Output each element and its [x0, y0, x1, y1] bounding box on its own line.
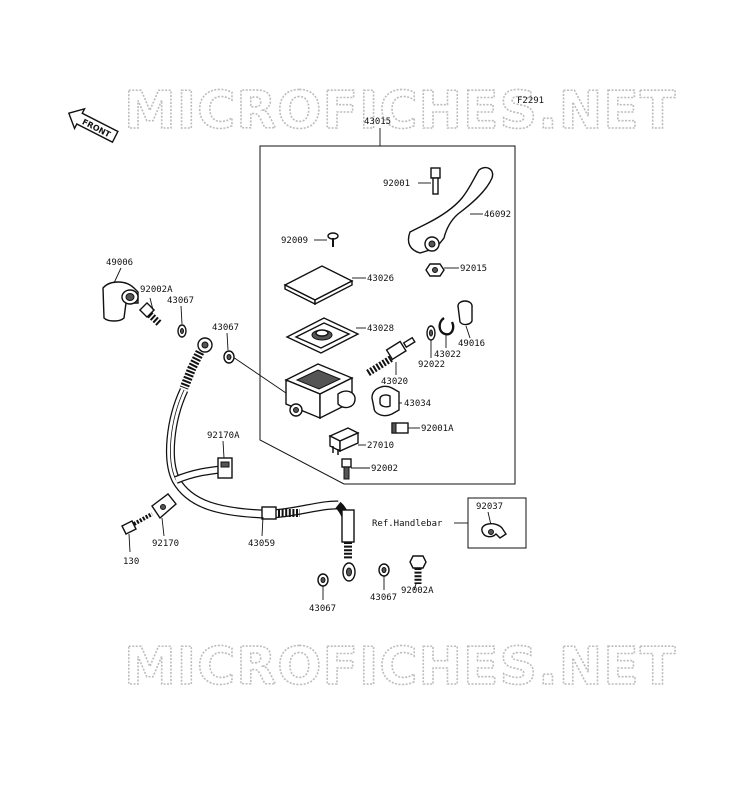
clamp-92170A: 92170A [207, 431, 240, 479]
label-92002: 92002 [371, 464, 398, 474]
label-43015: 43015 [364, 117, 391, 127]
front-arrow-icon: FRONT [67, 107, 119, 144]
label-92001A: 92001A [421, 424, 454, 434]
label-43020: 43020 [381, 377, 408, 387]
label-92002A-top: 92002A [140, 285, 173, 295]
label-92037: 92037 [476, 502, 503, 512]
reference-clamp-92037: 92037 Ref.Handlebar [372, 497, 527, 549]
brake-switch-27010: 27010 [328, 427, 394, 455]
brake-lever-46092: 46092 [407, 166, 511, 254]
holder-bolt-92001A: 92001A [391, 422, 454, 434]
label-43026: 43026 [367, 274, 394, 284]
label-49016: 49016 [458, 339, 485, 349]
dust-seal-49016: 49016 [457, 300, 485, 349]
gasket-43067-mid: 43067 [212, 323, 239, 364]
elbow-49006: 49006 [102, 258, 139, 322]
label-43028: 43028 [367, 324, 394, 334]
label-92170: 92170 [152, 539, 179, 549]
watermark-top: MICROFICHES.NET [124, 81, 676, 141]
figure-code: F2291 [517, 96, 544, 106]
label-43067-bottom-right: 43067 [370, 593, 397, 603]
lever-bolt-92001: 92001 [383, 167, 441, 195]
piston-43020: 43020 [366, 336, 416, 387]
washer-92022: 92022 [418, 325, 445, 370]
clamp-92170: 92170 [151, 493, 179, 549]
diaphragm-43028: 43028 [285, 317, 394, 354]
screw-92009: 92009 [281, 232, 339, 247]
banjo-bolt-92002A-bottom: 92002A [401, 555, 434, 596]
label-92002A-bottom: 92002A [401, 586, 434, 596]
label-43067-mid: 43067 [212, 323, 239, 333]
label-43059: 43059 [248, 539, 275, 549]
label-27010: 27010 [367, 441, 394, 451]
label-130: 130 [123, 557, 139, 567]
nut-92015: 92015 [425, 263, 487, 277]
master-cylinder-body [229, 354, 356, 420]
label-92022: 92022 [418, 360, 445, 370]
label-43067-bottom-left: 43067 [309, 604, 336, 614]
label-ref-handlebar: Ref.Handlebar [372, 519, 443, 529]
label-92001: 92001 [383, 179, 410, 189]
label-43034: 43034 [404, 399, 431, 409]
banjo-bolt-92002A-top: 92002A [138, 285, 173, 327]
label-43067-top: 43067 [167, 296, 194, 306]
bolt-130: 130 [121, 512, 153, 567]
label-49006: 49006 [106, 258, 133, 268]
reservoir-cap-43026: 43026 [283, 265, 394, 306]
gasket-43067-bottom-left: 43067 [309, 573, 336, 614]
label-43022: 43022 [434, 350, 461, 360]
gasket-43067-top: 43067 [167, 296, 194, 338]
label-92009: 92009 [281, 236, 308, 246]
master-cylinder-assembly-frame [259, 145, 516, 485]
label-92015: 92015 [460, 264, 487, 274]
switch-bolt-92002: 92002 [341, 458, 398, 480]
watermark-bottom: MICROFICHES.NET [124, 637, 676, 697]
circlip-43022: 43022 [434, 317, 461, 360]
label-92170A: 92170A [207, 431, 240, 441]
label-46092: 46092 [484, 210, 511, 220]
gasket-43067-bottom-right: 43067 [370, 563, 397, 603]
holder-43034: 43034 [371, 385, 431, 417]
